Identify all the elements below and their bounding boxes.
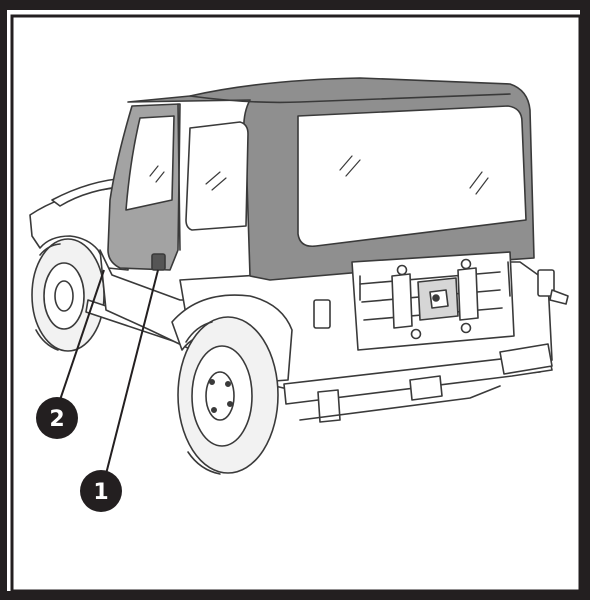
left-tail-light — [314, 300, 330, 328]
callout-2: 2 — [36, 397, 78, 439]
callout-1: 1 — [80, 470, 122, 512]
rear-tire — [178, 317, 278, 474]
door-handle — [152, 254, 165, 270]
front-tire — [32, 239, 104, 351]
callout-2-number: 2 — [49, 407, 64, 432]
quarter-window — [186, 122, 248, 230]
callout-1-number: 1 — [93, 480, 108, 505]
jeep-illustration — [30, 78, 568, 474]
